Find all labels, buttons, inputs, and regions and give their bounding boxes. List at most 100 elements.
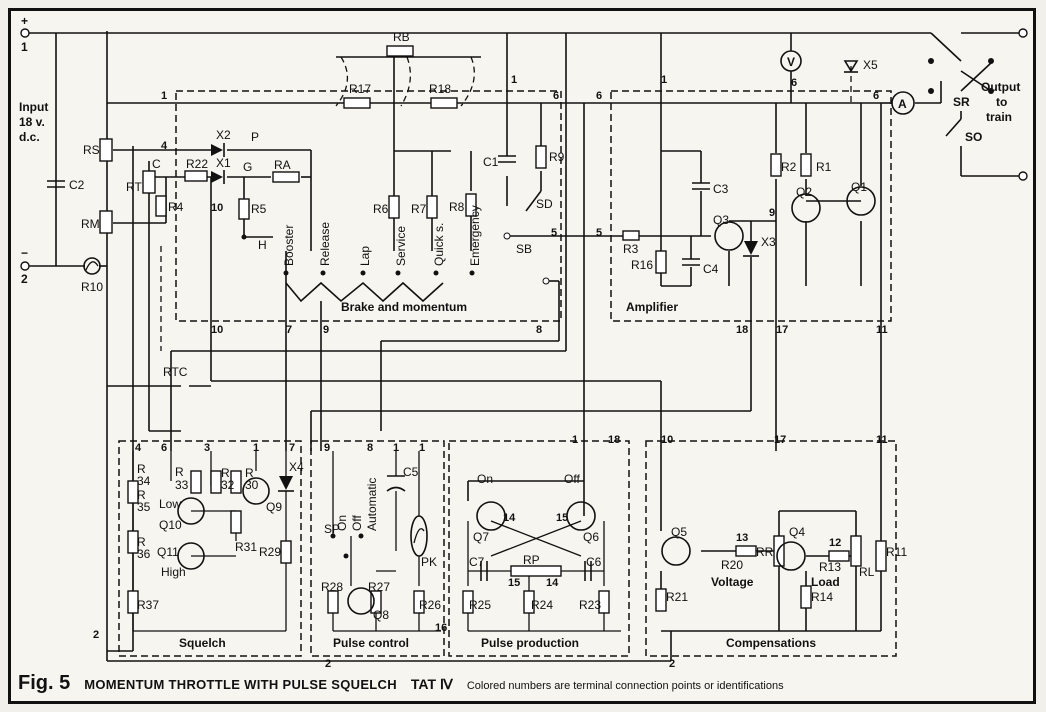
svg-text:R29: R29 bbox=[259, 545, 281, 559]
svg-text:7: 7 bbox=[286, 324, 292, 336]
svg-text:R17: R17 bbox=[349, 82, 371, 96]
svg-text:Q8: Q8 bbox=[373, 608, 389, 622]
svg-text:R28: R28 bbox=[321, 580, 343, 594]
svg-text:R13: R13 bbox=[819, 560, 841, 574]
svg-text:Q6: Q6 bbox=[583, 530, 599, 544]
svg-text:RT: RT bbox=[126, 180, 142, 194]
svg-text:R9: R9 bbox=[549, 150, 565, 164]
block-outlines bbox=[118, 56, 897, 657]
svg-text:R31: R31 bbox=[235, 540, 257, 554]
svg-text:Low: Low bbox=[159, 497, 181, 511]
svg-text:R10: R10 bbox=[81, 280, 103, 294]
svg-text:35: 35 bbox=[137, 500, 151, 514]
svg-text:Q7: Q7 bbox=[473, 530, 489, 544]
pos-booster: Booster bbox=[282, 225, 296, 266]
svg-text:RM: RM bbox=[81, 217, 100, 231]
plus-label: + bbox=[21, 14, 28, 28]
svg-text:Q3: Q3 bbox=[713, 213, 729, 227]
svg-text:Voltage: Voltage bbox=[711, 575, 754, 589]
diodes bbox=[211, 60, 859, 492]
svg-text:16: 16 bbox=[435, 622, 447, 634]
svg-text:Q10: Q10 bbox=[159, 518, 182, 532]
svg-text:34: 34 bbox=[137, 474, 151, 488]
svg-text:P: P bbox=[251, 130, 259, 144]
svg-text:C5: C5 bbox=[403, 465, 419, 479]
svg-text:12: 12 bbox=[829, 537, 841, 549]
svg-text:1: 1 bbox=[393, 442, 399, 454]
terminals bbox=[20, 28, 1028, 559]
block-titles: Brake and momentum Amplifier Squelch Pul… bbox=[179, 300, 816, 650]
svg-text:R7: R7 bbox=[411, 202, 427, 216]
svg-text:R22: R22 bbox=[186, 157, 208, 171]
svg-text:RP: RP bbox=[523, 553, 540, 567]
circuit-schematic: + 1 − 2 Input 18 v. d.c. Output to train… bbox=[19, 14, 1028, 670]
svg-text:Q1: Q1 bbox=[851, 180, 867, 194]
svg-text:PK: PK bbox=[421, 555, 437, 569]
svg-text:4: 4 bbox=[135, 442, 142, 454]
diagram-frame: + 1 − 2 Input 18 v. d.c. Output to train… bbox=[8, 8, 1036, 704]
brake-block-title: Brake and momentum bbox=[341, 300, 467, 314]
svg-text:R8: R8 bbox=[449, 200, 465, 214]
resistors bbox=[99, 45, 887, 614]
svg-text:17: 17 bbox=[776, 324, 788, 336]
svg-text:C4: C4 bbox=[703, 262, 719, 276]
svg-text:5: 5 bbox=[551, 227, 557, 239]
svg-text:G: G bbox=[243, 160, 252, 174]
svg-text:17: 17 bbox=[774, 434, 786, 446]
svg-text:8: 8 bbox=[536, 324, 542, 336]
svg-text:R14: R14 bbox=[811, 590, 833, 604]
svg-text:X3: X3 bbox=[761, 235, 776, 249]
svg-text:32: 32 bbox=[221, 478, 235, 492]
svg-text:14: 14 bbox=[503, 512, 516, 524]
svg-text:C1: C1 bbox=[483, 155, 499, 169]
svg-text:Load: Load bbox=[811, 575, 840, 589]
svg-text:3: 3 bbox=[204, 442, 210, 454]
svg-text:11: 11 bbox=[876, 434, 888, 446]
svg-text:1: 1 bbox=[511, 74, 517, 86]
pos-service: Service bbox=[394, 226, 408, 266]
svg-text:36: 36 bbox=[137, 547, 151, 561]
svg-text:R26: R26 bbox=[419, 598, 441, 612]
svg-text:R: R bbox=[245, 466, 254, 480]
svg-text:RS: RS bbox=[83, 143, 100, 157]
amplifier-block-title: Amplifier bbox=[626, 300, 678, 314]
svg-text:R27: R27 bbox=[368, 580, 390, 594]
figure-caption: Fig. 5 MOMENTUM THROTTLE WITH PULSE SQUE… bbox=[18, 672, 784, 698]
svg-text:R25: R25 bbox=[469, 598, 491, 612]
svg-text:Q11: Q11 bbox=[157, 545, 179, 559]
svg-text:6: 6 bbox=[791, 77, 797, 89]
capacitors bbox=[47, 155, 710, 581]
svg-text:SO: SO bbox=[965, 130, 982, 144]
svg-text:R5: R5 bbox=[251, 202, 267, 216]
svg-text:R2: R2 bbox=[781, 160, 797, 174]
svg-text:R3: R3 bbox=[623, 242, 639, 256]
svg-text:SB: SB bbox=[516, 242, 532, 256]
pulse-control-title: Pulse control bbox=[333, 636, 409, 650]
svg-text:C2: C2 bbox=[69, 178, 85, 192]
svg-text:R11: R11 bbox=[886, 545, 907, 559]
svg-text:R37: R37 bbox=[137, 598, 159, 612]
svg-text:RR: RR bbox=[756, 545, 774, 559]
figure-note: Colored numbers are terminal connection … bbox=[466, 680, 784, 692]
svg-text:C7: C7 bbox=[469, 555, 485, 569]
svg-text:1: 1 bbox=[419, 442, 425, 454]
svg-text:2: 2 bbox=[325, 658, 331, 670]
svg-text:18: 18 bbox=[736, 324, 748, 336]
svg-text:2: 2 bbox=[669, 658, 675, 670]
svg-text:R: R bbox=[137, 488, 146, 502]
svg-text:RA: RA bbox=[274, 158, 291, 172]
svg-text:X4: X4 bbox=[289, 460, 304, 474]
svg-text:RTC: RTC bbox=[163, 365, 188, 379]
svg-text:SD: SD bbox=[536, 197, 553, 211]
svg-text:2: 2 bbox=[93, 629, 99, 641]
component-labels: + 1 − 2 Input 18 v. d.c. Output to train… bbox=[19, 14, 1020, 622]
svg-text:10: 10 bbox=[211, 324, 223, 336]
pos-emergency: Emergency bbox=[468, 205, 482, 266]
svg-text:X5: X5 bbox=[863, 58, 878, 72]
svg-text:X2: X2 bbox=[216, 128, 231, 142]
svg-text:SP: SP bbox=[324, 522, 340, 536]
brake-positions: Booster Release Lap Service Quick s. Eme… bbox=[282, 205, 482, 531]
svg-text:Q9: Q9 bbox=[266, 500, 282, 514]
pos-quick: Quick s. bbox=[432, 223, 446, 266]
svg-text:R1: R1 bbox=[816, 160, 832, 174]
